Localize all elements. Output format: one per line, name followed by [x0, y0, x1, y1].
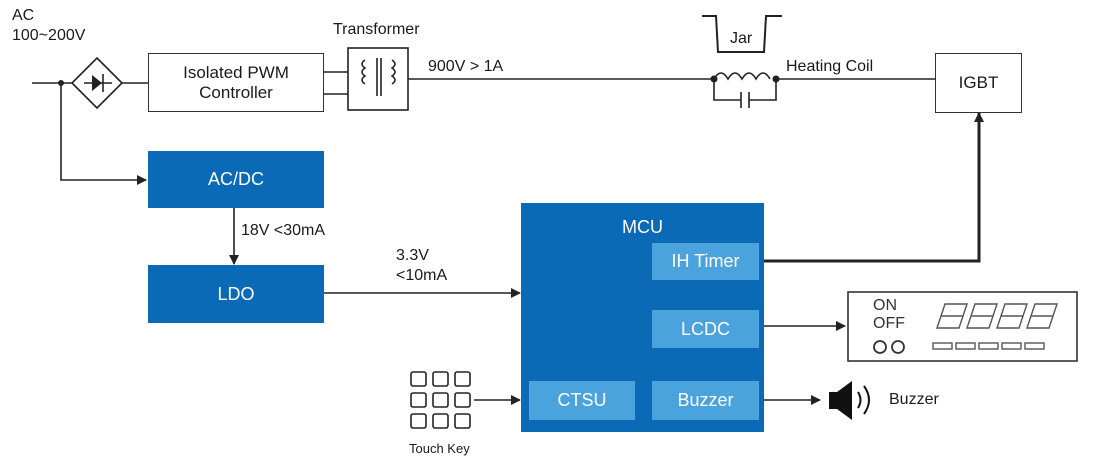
display-button-left: [873, 340, 887, 354]
display-button-right: [891, 340, 905, 354]
buzzer-block: Buzzer: [652, 381, 759, 420]
pwm-line1: Isolated PWM: [183, 62, 289, 82]
acdc-output-label: 18V <30mA: [241, 222, 326, 239]
ih-timer-to-igbt-wire: [761, 112, 984, 263]
ldo-block: LDO: [148, 265, 324, 323]
level-bars: [932, 342, 1045, 350]
ac-to-acdc-wire: [60, 83, 147, 185]
resonant-capacitor: [713, 79, 777, 101]
ctsu-block: CTSU: [529, 381, 635, 420]
buzzer-output-label: Buzzer: [889, 391, 939, 408]
ac-range-label: 100~200V: [12, 27, 86, 44]
ldo-output-current: <10mA: [396, 267, 448, 284]
acdc-block: AC/DC: [148, 151, 324, 208]
transformer-box: [347, 47, 409, 111]
display-off-label: OFF: [873, 315, 905, 332]
pwm-line2: Controller: [199, 82, 273, 102]
isolated-pwm-controller-block: Isolated PWM Controller: [148, 53, 324, 112]
lcdc-block: LCDC: [652, 310, 759, 348]
jar-label: Jar: [730, 30, 753, 47]
heating-coil-label: Heating Coil: [786, 58, 874, 75]
jar-outline: [702, 15, 782, 53]
touch-key-label: Touch Key: [409, 441, 470, 456]
ac-label: AC: [12, 7, 35, 24]
speaker-icon: [829, 381, 870, 420]
transformer-label: Transformer: [333, 21, 420, 38]
voltage-current-label: 900V > 1A: [428, 58, 504, 75]
mcu-title: MCU: [622, 217, 663, 237]
ldo-output-voltage: 3.3V: [396, 247, 429, 264]
ih-timer-block: IH Timer: [652, 243, 759, 280]
touch-key-grid-icon: [410, 371, 471, 429]
lcd-display-panel: [847, 291, 1078, 362]
igbt-block: IGBT: [935, 53, 1022, 113]
display-on-label: ON: [873, 297, 897, 314]
seven-segment-digits: [936, 303, 1058, 329]
heating-coil-symbol: [713, 72, 771, 81]
